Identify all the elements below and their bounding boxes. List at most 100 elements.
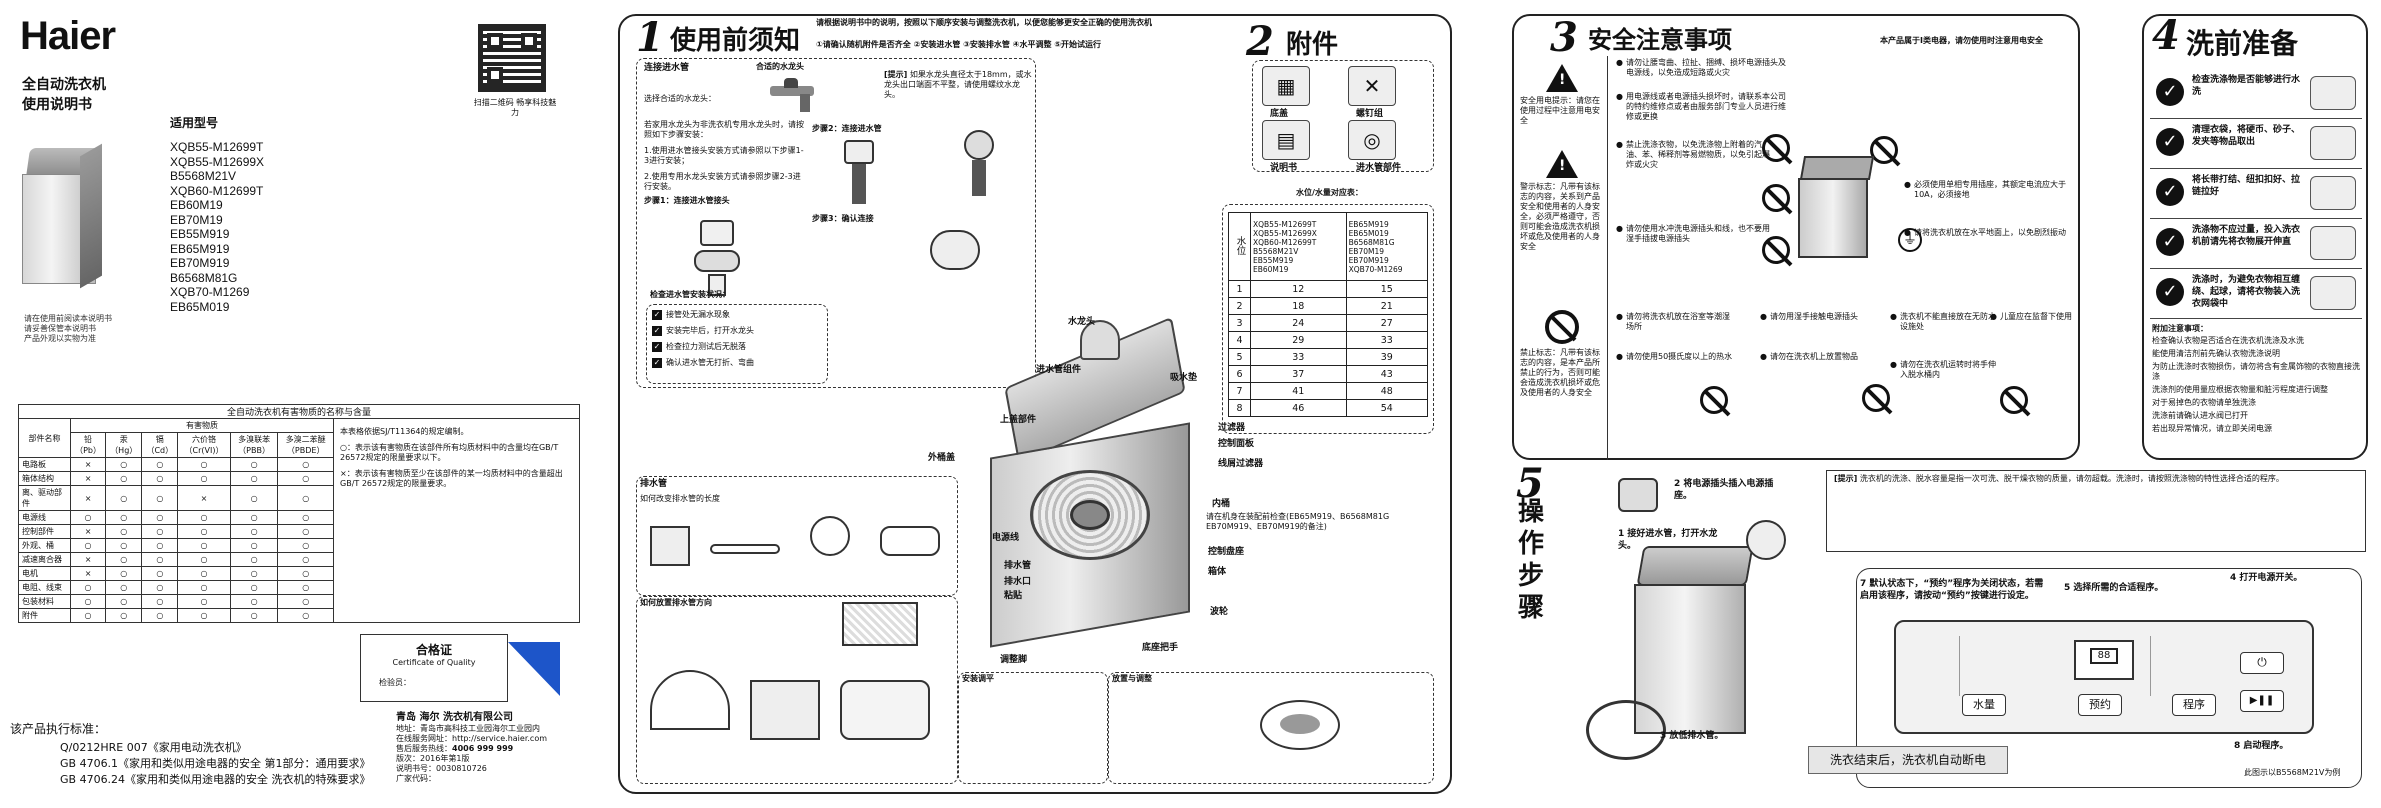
safety-rule-text: 请勿使用水冲洗电源插头和线，也不要用湿手插拔电源插头 — [1625, 224, 1770, 243]
program-button[interactable]: 程序 — [2172, 694, 2216, 716]
check-item-text: 安装完毕后，打开水龙头 — [666, 326, 754, 335]
table-cell: ○ — [177, 580, 231, 595]
op-tip-box — [1826, 470, 2366, 552]
bullet-icon: ● — [1616, 92, 1623, 101]
safety-rule: ●请勿使用50摄氏度以上的热水 — [1616, 352, 1736, 362]
op-step: 5 选择所需的合适程序。 — [2064, 583, 2164, 593]
sec1-number: 1 — [636, 14, 664, 61]
prep-note: 为防止洗涤时衣物损伤，请勿将含有金属饰物的衣物直接洗涤 — [2152, 362, 2360, 381]
divider — [2150, 318, 2362, 319]
cert-inspector: 检验员： — [379, 678, 411, 687]
table-cell: ○ — [69, 580, 107, 595]
model-item: EB65M919 — [170, 241, 230, 256]
accessory-label: 进水管部件 — [1356, 163, 1402, 173]
panel-model-tip: 此图示以B5568M21V为例 — [2244, 768, 2341, 777]
drain-illustration — [650, 510, 950, 570]
company-info: 地址：青岛市高科技工业园海尔工业园内 在线服务网址：http://service… — [396, 724, 596, 784]
safety-rule-text: 用电源线或者电源插头损坏时，请联系本公司的特约维修点或者由服务部门专业人员进行维… — [1625, 92, 1786, 121]
sec2-title: 附件 — [1286, 30, 1339, 60]
wl-volume-a: 46 — [1250, 399, 1347, 417]
faucet-label: 合适的水龙头 — [756, 62, 804, 71]
part-label: 过滤器 — [1218, 423, 1246, 433]
standard-item: GB 4706.1《家用和类似用途电器的安全 第1部分：通用要求》 — [60, 757, 371, 770]
wl-volume-b: 39 — [1345, 348, 1429, 366]
table-cell: ○ — [105, 580, 143, 595]
company-name: 青岛 海尔 洗衣机有限公司 — [396, 712, 513, 723]
wl-volume-a: 29 — [1250, 331, 1347, 349]
table-cell: ○ — [277, 524, 334, 539]
part-label: 外桶盖 — [928, 453, 956, 463]
screw-icon: ✕ — [1348, 66, 1396, 106]
safety-rule: ●请勿在洗衣机运转时将手伸入脱水桶内 — [1890, 360, 2000, 380]
wl-volume-b: 21 — [1345, 297, 1429, 315]
safety-rule: ●请勿在洗衣机上放置物品 — [1760, 352, 1870, 362]
drain-sub: 如何改变排水管的长度 — [640, 494, 720, 503]
table-notes: 本表格依据SJ/T11364的规定编制。○：表示该有害物质在该部件所有均质材料中… — [334, 418, 580, 623]
table-cell: ○ — [141, 538, 179, 553]
safety-rule: ●用电源线或者电源插头损坏时，请联系本公司的特约维修点或者由服务部门专业人员进行… — [1616, 92, 1786, 122]
prep-item: 将长带打结、纽扣扣好、拉链拉好 — [2192, 175, 2301, 197]
table-note: ×：表示该有害物质至少在该部件的某一均质材料中的含量超出GB/T 26572规定… — [340, 469, 563, 488]
safety-rule-text: 儿童应在监督下使用 — [1999, 312, 2072, 321]
placement-box — [1108, 672, 1434, 784]
start-pause-button[interactable]: ▶❚❚ — [2240, 690, 2284, 712]
table-cell: ○ — [229, 538, 279, 553]
sec5-title-char: 骤 — [1518, 593, 1545, 623]
website-link[interactable]: http://service.haier.com — [452, 734, 548, 743]
table-cell: ○ — [229, 594, 279, 609]
table-cell: × — [69, 471, 107, 486]
drain-dir-illustration-2 — [650, 660, 940, 770]
table-note: 本表格依据SJ/T11364的规定编制。 — [340, 427, 469, 436]
safety-rule-text: 请勿在洗衣机运转时将手伸入脱水桶内 — [1899, 360, 1996, 379]
delay-button[interactable]: 预约 — [2078, 694, 2122, 716]
prep-panel — [2142, 14, 2368, 460]
accessory-label: 螺钉组 — [1356, 109, 1384, 119]
wl-volume-a: 37 — [1250, 365, 1347, 383]
website-label: 在线服务网址： — [396, 734, 452, 743]
water-level-button[interactable]: 水量 — [1962, 694, 2006, 716]
faucet-icon — [770, 76, 830, 116]
placement-illustration — [1240, 690, 1360, 770]
model-item: B5568M21V — [170, 169, 237, 183]
prohibited-icon — [1762, 184, 1790, 212]
table-cell-name: 电源线 — [18, 510, 71, 525]
safety-prohibit-note: 禁止标志：凡带有该标志的内容，是本产品所禁止的行为，否则可能会造成洗衣机损坏或危… — [1520, 348, 1600, 397]
cover-icon: ▦ — [1262, 66, 1310, 106]
model-item: EB55M919 — [170, 227, 230, 241]
table-cell: ○ — [105, 566, 143, 581]
safety-rule: ●请勿让腰弯曲、拉扯、捆缚、损坏电源插头及电源线，以免造成短路或火灾 — [1616, 58, 1786, 78]
wl-model: XQB70-M1269 — [1348, 264, 1403, 274]
power-button[interactable]: ⏻ — [2240, 652, 2284, 674]
checkmark-icon: ✓ — [652, 326, 662, 336]
cover-note: 产品外观以实物为准 — [24, 334, 96, 343]
wl-model: XQB55-M12699X — [1253, 228, 1317, 238]
clothes-icon — [2310, 226, 2356, 260]
table-cell: ○ — [105, 485, 143, 511]
prohibited-icon — [1862, 384, 1890, 412]
accessory-label: 底盖 — [1270, 109, 1289, 119]
end-note: 洗衣结束后，洗衣机自动断电 — [1808, 746, 2008, 774]
check-item: ✓ 安装完毕后，打开水龙头 — [652, 326, 826, 336]
table-cell-name: 电路板 — [18, 457, 71, 472]
bullet-icon: ● — [1616, 312, 1623, 321]
table-cell: ○ — [141, 580, 179, 595]
table-cell: ○ — [229, 552, 279, 567]
inlet-box — [636, 58, 1036, 388]
prohibited-icon — [1762, 236, 1790, 264]
inlet-title: 连接进水管 — [644, 63, 690, 73]
accessories-box — [1252, 60, 1434, 172]
safety-rule: ●请勿使用水冲洗电源插头和线，也不要用湿手插拔电源插头 — [1616, 224, 1776, 244]
part-label: 调整脚 — [1000, 655, 1028, 665]
wl-level: 4 — [1228, 331, 1251, 349]
drain-dir-title: 如何放置排水管方向 — [640, 598, 712, 607]
setup-panel — [618, 14, 1452, 794]
table-cell-name: 包装材料 — [18, 594, 71, 609]
model-item: XQB60-M12699T — [170, 183, 264, 198]
wl-model: EB65M919 — [1348, 219, 1389, 229]
wl-volume-a: 18 — [1250, 297, 1347, 315]
safety-rule-text: 请勿用湿手接触电源插头 — [1769, 312, 1858, 321]
table-cell: ○ — [229, 510, 279, 525]
